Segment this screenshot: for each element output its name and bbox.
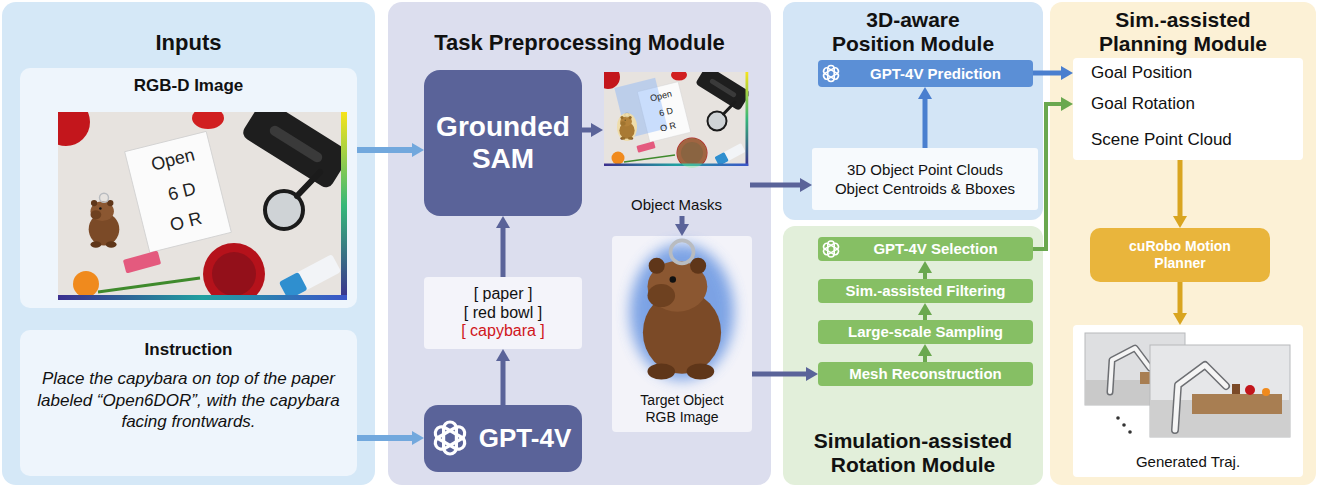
data-label: Object Centroids & Bboxes <box>835 179 1015 199</box>
box-label: cuRobo Motion Planner <box>1124 238 1236 272</box>
output-item: Goal Rotation <box>1073 89 1303 120</box>
target-object-image <box>630 240 734 380</box>
image-node: Object Masks <box>603 66 750 216</box>
llm-step: GPT-4V Selection <box>818 237 1033 261</box>
trajectory-screens <box>1085 333 1290 437</box>
flow-arrow <box>923 315 927 320</box>
trajectory-screens <box>1085 380 1185 405</box>
flow-arrow <box>923 356 927 362</box>
trajectory-screens <box>1085 333 1185 405</box>
gpt-icon <box>822 66 839 82</box>
module-panel: Task Preprocessing ModuleGrounded SAM Obj… <box>388 2 771 485</box>
target-object-image <box>643 240 721 379</box>
flow-arrow <box>1033 71 1061 76</box>
image-caption: Generated Traj. <box>1136 453 1240 471</box>
panel-title: 3D-aware Position Module <box>826 8 1001 56</box>
trajectory-screens <box>1150 345 1290 437</box>
process-box: Grounded SAM <box>424 70 582 216</box>
module-panel: Sim.-assisted Planning ModuleGoal Positi… <box>1050 2 1316 485</box>
gpt-icon <box>433 66 840 455</box>
mask-overlay <box>677 138 707 168</box>
mask-overlay <box>617 113 637 141</box>
trajectory-screens <box>1262 388 1270 396</box>
list-item: [ capybara ] <box>461 322 545 340</box>
card-title: RGB-D Image <box>134 76 244 96</box>
step-label: Mesh Reconstruction <box>849 365 1002 383</box>
gpt-icon <box>433 422 467 454</box>
flow-arrow <box>1178 160 1183 216</box>
output-item: Goal Position <box>1073 58 1303 89</box>
image-caption: Target Object RGB Image <box>627 392 737 426</box>
flow-arrow <box>1178 282 1183 313</box>
step-label: Sim.-assisted Filtering <box>845 282 1005 300</box>
list-item: [ paper ] <box>474 285 533 303</box>
mask-overlay <box>614 78 707 168</box>
data-label: 3D Object Point Clouds <box>847 160 1003 180</box>
flow-arrow <box>357 147 412 153</box>
panel-title: Task Preprocessing Module <box>434 30 725 56</box>
list-item: [ red bowl ] <box>464 304 542 322</box>
flow-arrow <box>501 361 506 405</box>
target-object-image <box>630 244 734 380</box>
trajectory-screens <box>1232 384 1240 394</box>
trajectory-screens <box>1150 400 1290 437</box>
flow-arrow <box>752 372 806 377</box>
image-node: Generated Traj. <box>1073 325 1303 477</box>
image-node: Target Object RGB Image <box>612 236 752 432</box>
trajectory-screens <box>1175 365 1226 430</box>
input-panel: InputsRGB-D ImageInstructionPlace the ca… <box>2 2 375 485</box>
trajectory-screens <box>1122 423 1126 427</box>
flow-arrow <box>501 228 506 277</box>
process-step: Mesh Reconstruction <box>818 362 1033 386</box>
list-box: [ paper ][ red bowl ][ capybara ] <box>424 277 582 349</box>
flow-arrow <box>582 128 591 133</box>
flow-arrow <box>750 183 800 188</box>
instruction-text: Place the capybara on top of the paper l… <box>32 368 345 432</box>
trajectory-screens <box>1128 430 1132 434</box>
mask-photo <box>596 65 751 169</box>
llm-step: GPT-4V Prediction <box>818 60 1033 87</box>
box-label: Grounded SAM <box>430 111 576 175</box>
step-label: GPT-4V Prediction <box>870 65 1001 83</box>
panel-title: Sim.-assisted Planning Module <box>1093 8 1273 56</box>
image-caption: Object Masks <box>631 196 722 214</box>
trajectory-screens <box>1116 416 1120 420</box>
data-box: 3D Object Point CloudsObject Centroids &… <box>812 148 1038 210</box>
process-step: Sim.-assisted Filtering <box>818 279 1033 303</box>
module-panel: 3D-aware Position ModuleGPT-4V Predictio… <box>783 2 1043 220</box>
flow-arrow <box>923 99 928 148</box>
rgbd-photo <box>42 98 352 305</box>
output-label: Goal Rotation <box>1091 94 1195 114</box>
output-label: Scene Point Cloud <box>1091 130 1232 150</box>
trajectory-screens <box>1140 372 1180 384</box>
flow-arrow <box>680 216 685 224</box>
output-label: Goal Position <box>1091 63 1192 83</box>
flow-arrow <box>923 273 927 279</box>
trajectory-screens <box>1175 365 1226 430</box>
trajectory-screens <box>1110 348 1150 392</box>
step-label: GPT-4V Selection <box>873 240 997 258</box>
card-title: Instruction <box>145 340 233 360</box>
flow-arrow <box>1033 104 1061 249</box>
mask-overlay <box>614 78 667 139</box>
gpt-icon <box>822 241 839 257</box>
panel-title: Inputs <box>156 30 222 56</box>
process-step: Large-scale Sampling <box>818 320 1033 344</box>
planner-box: cuRobo Motion Planner <box>1090 228 1270 282</box>
trajectory-screens <box>1192 394 1282 414</box>
trajectory-screens <box>1245 385 1255 395</box>
input-card: InstructionPlace the capybara on top of … <box>20 330 357 476</box>
flow-arrow <box>357 435 412 441</box>
trajectory-screens <box>1110 348 1150 392</box>
module-panel: Simulation-assisted Rotation Module GPT-4… <box>783 226 1043 485</box>
llm-box: GPT-4V <box>424 405 582 472</box>
box-label: GPT-4V <box>479 423 571 454</box>
output-item: Scene Point Cloud <box>1073 120 1303 160</box>
step-label: Large-scale Sampling <box>848 323 1003 341</box>
panel-title: Simulation-assisted Rotation Module <box>806 429 1021 477</box>
